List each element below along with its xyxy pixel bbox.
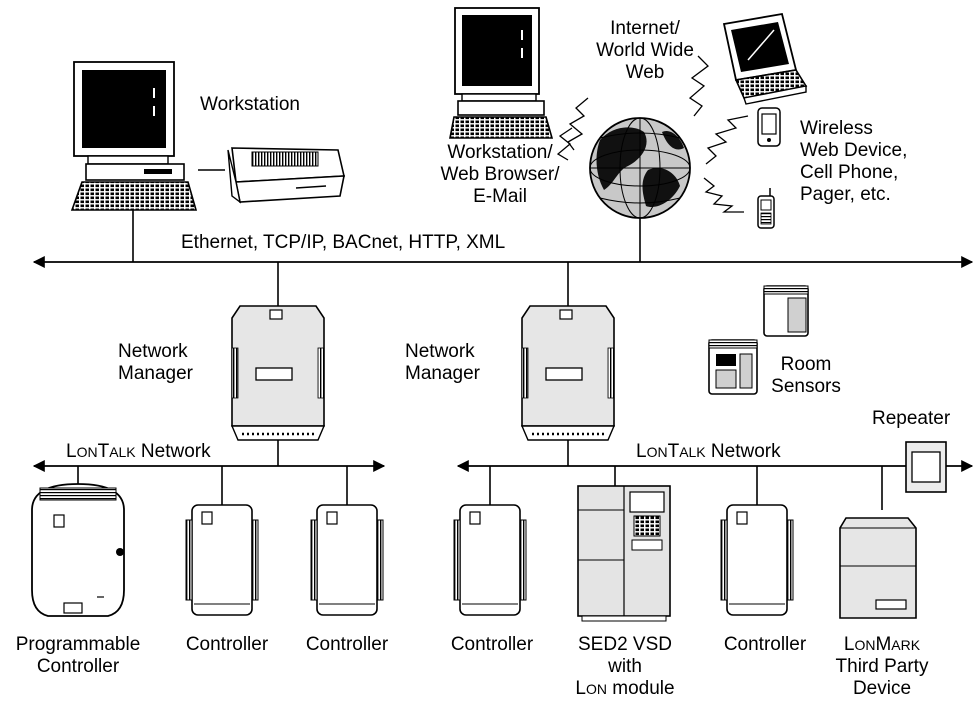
controller-1-label: Controller xyxy=(185,634,269,655)
printer-icon xyxy=(227,147,345,204)
room-sensor-upper-icon xyxy=(763,285,809,337)
handheld-web-device-icon xyxy=(757,107,781,147)
network-manager-right-icon xyxy=(520,304,616,442)
internet-label: Internet/ World Wide Web xyxy=(596,18,694,83)
controller-3-icon xyxy=(453,504,527,616)
programmable-controller-label: Programmable Controller xyxy=(15,634,141,677)
workstation-label: Workstation xyxy=(200,94,300,115)
controller-4-icon xyxy=(720,504,794,616)
workstation-computer-icon xyxy=(70,61,198,211)
controller-1-icon xyxy=(185,504,259,616)
third-party-device-icon xyxy=(839,517,917,619)
wireless-signals xyxy=(556,55,749,213)
sed2-vsd-drive-icon xyxy=(577,485,671,622)
controller-2-icon xyxy=(310,504,384,616)
wireless-label: Wireless Web Device, Cell Phone, Pager, … xyxy=(800,118,908,205)
network-manager-left-icon xyxy=(230,304,326,442)
cell-phone-icon xyxy=(757,188,775,229)
controller-2-label: Controller xyxy=(305,634,389,655)
controller-3-label: Controller xyxy=(450,634,534,655)
web-workstation-computer-icon xyxy=(449,7,554,139)
room-sensors-label: Room Sensors xyxy=(771,354,841,397)
laptop-icon xyxy=(722,12,808,105)
ethernet-label: Ethernet, TCP/IP, BACnet, HTTP, XML xyxy=(181,232,506,253)
lontalk-right-label: LONTALK Network xyxy=(636,441,781,462)
third-party-device-label: LONMARK Third Party Device xyxy=(835,634,929,699)
controller-4-label: Controller xyxy=(723,634,807,655)
programmable-controller-icon xyxy=(31,483,125,617)
repeater-icon xyxy=(905,441,947,493)
network-manager-right-label: Network Manager xyxy=(405,341,480,384)
internet-globe-icon xyxy=(589,117,691,219)
lontalk-left-label: LONTALK Network xyxy=(66,441,211,462)
sed2-label: SED2 VSD with LON module xyxy=(575,634,675,699)
room-sensor-lower-icon xyxy=(708,339,758,395)
web-workstation-label: Workstation/ Web Browser/ E-Mail xyxy=(440,142,560,207)
repeater-label: Repeater xyxy=(872,408,951,429)
network-manager-left-label: Network Manager xyxy=(118,341,193,384)
